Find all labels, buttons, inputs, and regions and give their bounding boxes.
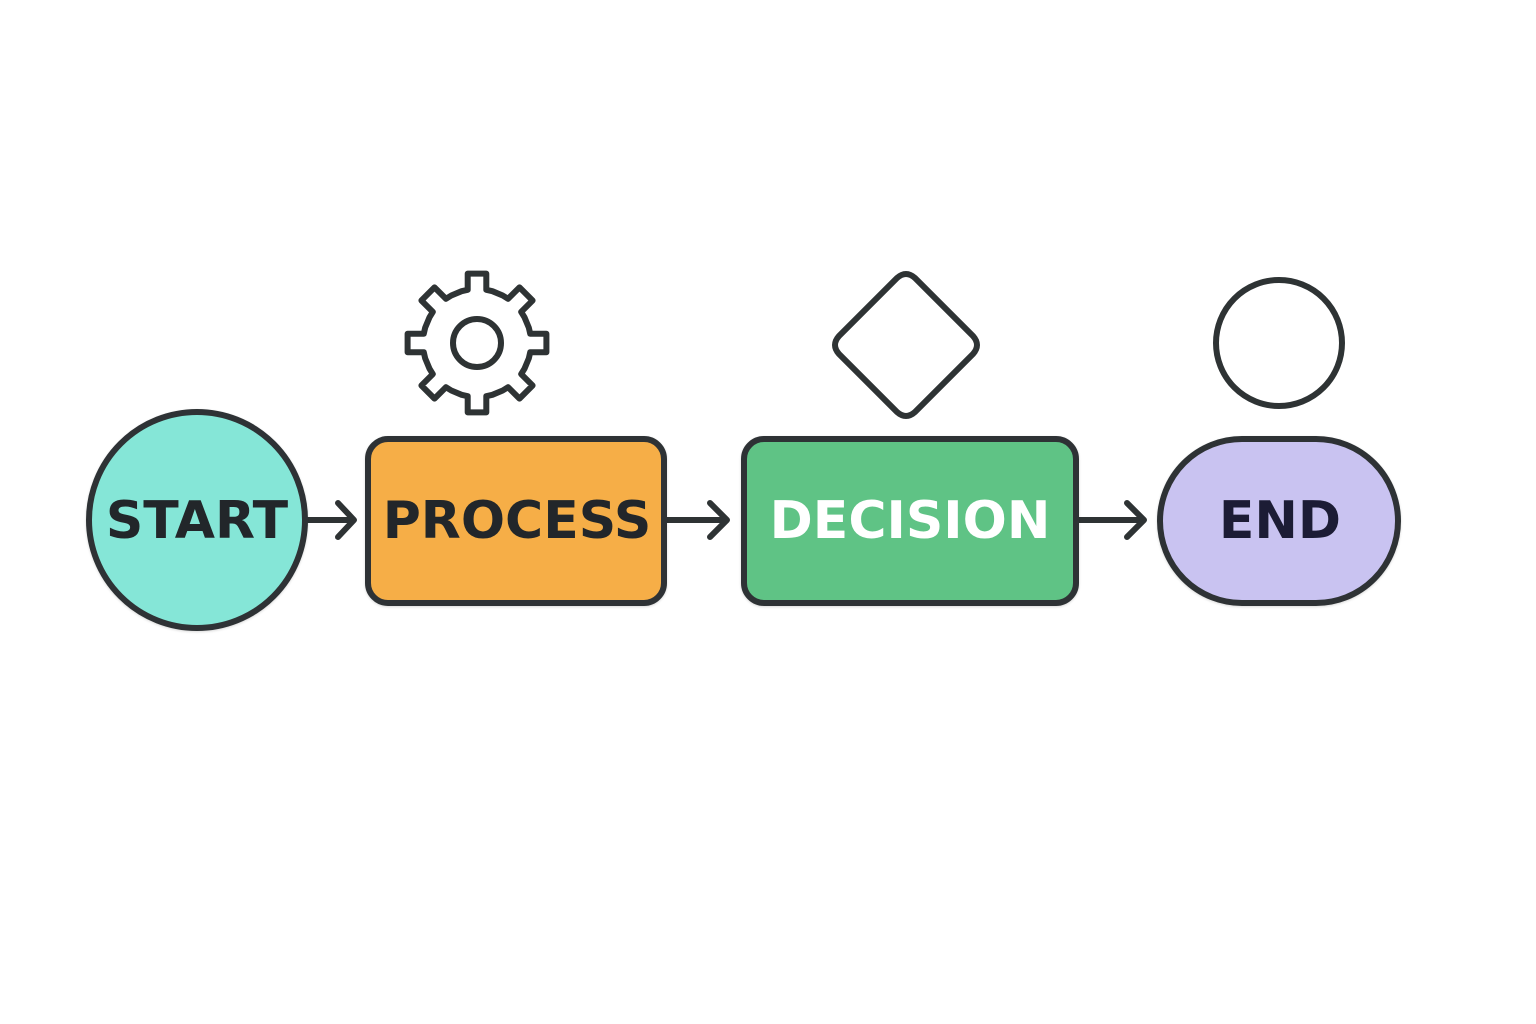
- circle-icon: [1213, 277, 1345, 409]
- decision-box: [741, 436, 1079, 606]
- start-label: START: [106, 491, 289, 551]
- end-pill: [1157, 436, 1401, 606]
- node-start: START: [86, 409, 308, 631]
- process-label: PROCESS: [383, 491, 652, 551]
- diamond-icon: [832, 271, 980, 419]
- decision-label: DECISION: [770, 491, 1051, 551]
- process-box: [365, 436, 667, 606]
- node-decision: DECISION: [741, 436, 1079, 606]
- node-process: PROCESS: [365, 436, 667, 606]
- node-end: END: [1157, 436, 1401, 606]
- end-label: END: [1219, 491, 1341, 551]
- start-circle: [86, 409, 308, 631]
- edge-start-to-process: [303, 500, 357, 540]
- gear-icon: [404, 270, 550, 416]
- edge-process-to-decision: [661, 500, 730, 540]
- edge-decision-to-end: [1073, 500, 1147, 540]
